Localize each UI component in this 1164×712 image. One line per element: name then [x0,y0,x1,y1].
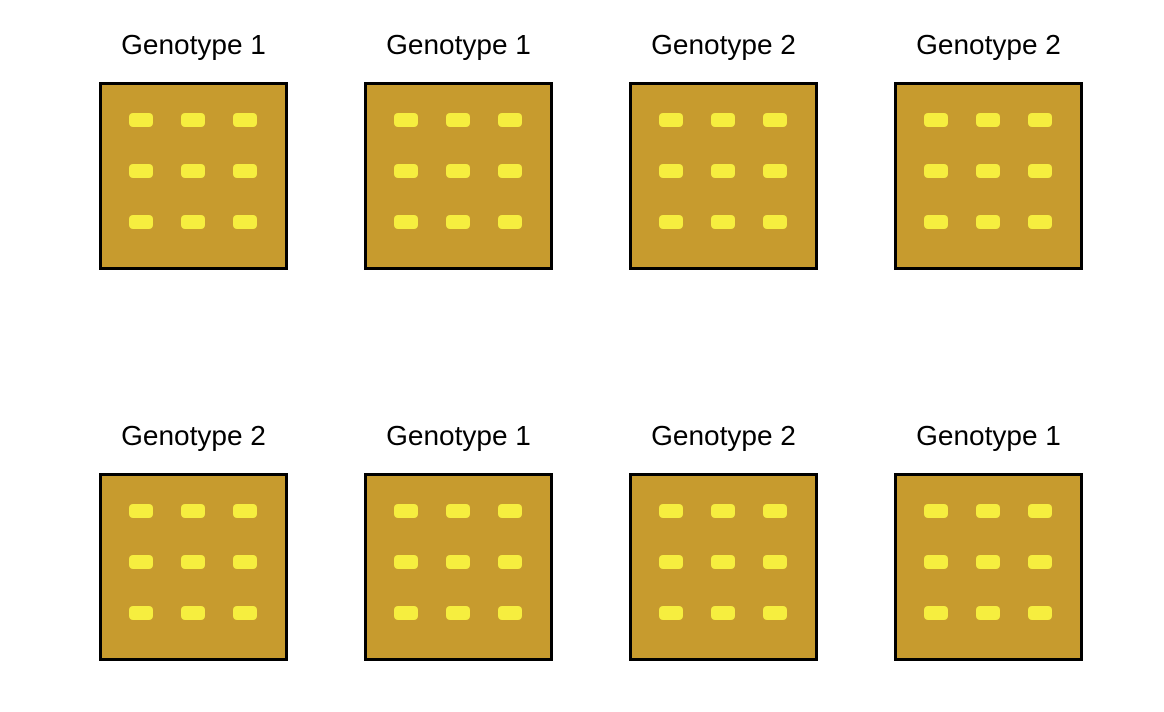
field-plot [894,473,1083,661]
plant-marker [181,113,205,127]
plant-marker [924,606,948,620]
plant-marker [129,606,153,620]
field-plot [894,82,1083,270]
plot-row-1: Genotype 1 Genotype 1 Genotype 2 Genotyp… [99,29,1083,270]
field-plot [629,473,818,661]
plant-marker [924,113,948,127]
plant-marker [1028,555,1052,569]
plot-label: Genotype 1 [121,29,266,60]
plant-marker [1028,606,1052,620]
plot-panel: Genotype 1 [364,29,553,270]
field-plot [99,82,288,270]
plant-marker [129,555,153,569]
plot-panel: Genotype 2 [629,29,818,270]
plant-marker [181,555,205,569]
plant-marker [976,113,1000,127]
plant-marker [446,606,470,620]
plant-marker [498,504,522,518]
plant-marker [446,504,470,518]
plant-marker [233,164,257,178]
plant-marker [1028,504,1052,518]
field-plot [364,473,553,661]
field-plot [629,82,818,270]
plant-marker [763,504,787,518]
plant-marker [924,555,948,569]
plant-marker [659,164,683,178]
plot-panel: Genotype 1 [99,29,288,270]
plant-marker [659,113,683,127]
plot-label: Genotype 2 [121,420,266,451]
plot-panel: Genotype 2 [629,420,818,661]
plant-marker [659,606,683,620]
plant-marker [233,606,257,620]
plant-marker [1028,215,1052,229]
plant-marker [498,555,522,569]
plant-marker [763,215,787,229]
plant-marker [763,606,787,620]
plant-marker [659,504,683,518]
plot-label: Genotype 2 [916,29,1061,60]
plant-marker [711,555,735,569]
plant-marker [763,164,787,178]
plant-marker [129,113,153,127]
plant-marker [129,504,153,518]
plant-marker [976,555,1000,569]
plant-marker [394,606,418,620]
plant-marker [976,164,1000,178]
plant-marker [763,113,787,127]
plant-marker [498,113,522,127]
plant-marker [181,606,205,620]
plant-marker [976,215,1000,229]
plant-marker [711,113,735,127]
plant-marker [233,113,257,127]
plant-marker [924,164,948,178]
plot-panel: Genotype 2 [99,420,288,661]
plant-marker [233,555,257,569]
plant-marker [498,606,522,620]
plant-marker [711,215,735,229]
plant-marker [129,215,153,229]
plant-marker [711,164,735,178]
field-plot [99,473,288,661]
plot-label: Genotype 1 [386,29,531,60]
plot-label: Genotype 1 [916,420,1061,451]
plant-marker [129,164,153,178]
plant-marker [446,164,470,178]
plot-label: Genotype 2 [651,420,796,451]
plant-marker [446,113,470,127]
plant-marker [446,215,470,229]
plant-marker [711,606,735,620]
plant-marker [394,215,418,229]
plant-marker [394,504,418,518]
plant-marker [181,164,205,178]
plot-panel: Genotype 1 [894,420,1083,661]
plot-panel: Genotype 1 [364,420,553,661]
plant-marker [498,215,522,229]
plant-marker [181,215,205,229]
plant-marker [924,215,948,229]
plot-row-2: Genotype 2 Genotype 1 Genotype 2 Genotyp… [99,420,1083,661]
plant-marker [659,555,683,569]
plant-marker [394,555,418,569]
plant-marker [181,504,205,518]
plant-marker [446,555,470,569]
plot-label: Genotype 2 [651,29,796,60]
plot-label: Genotype 1 [386,420,531,451]
plant-marker [1028,113,1052,127]
plant-marker [394,164,418,178]
plant-marker [233,504,257,518]
plot-panel: Genotype 2 [894,29,1083,270]
plant-marker [763,555,787,569]
plant-marker [233,215,257,229]
plant-marker [659,215,683,229]
plant-marker [394,113,418,127]
plant-marker [976,504,1000,518]
plant-marker [976,606,1000,620]
plant-marker [1028,164,1052,178]
plant-marker [924,504,948,518]
plant-marker [498,164,522,178]
plant-marker [711,504,735,518]
field-plot [364,82,553,270]
